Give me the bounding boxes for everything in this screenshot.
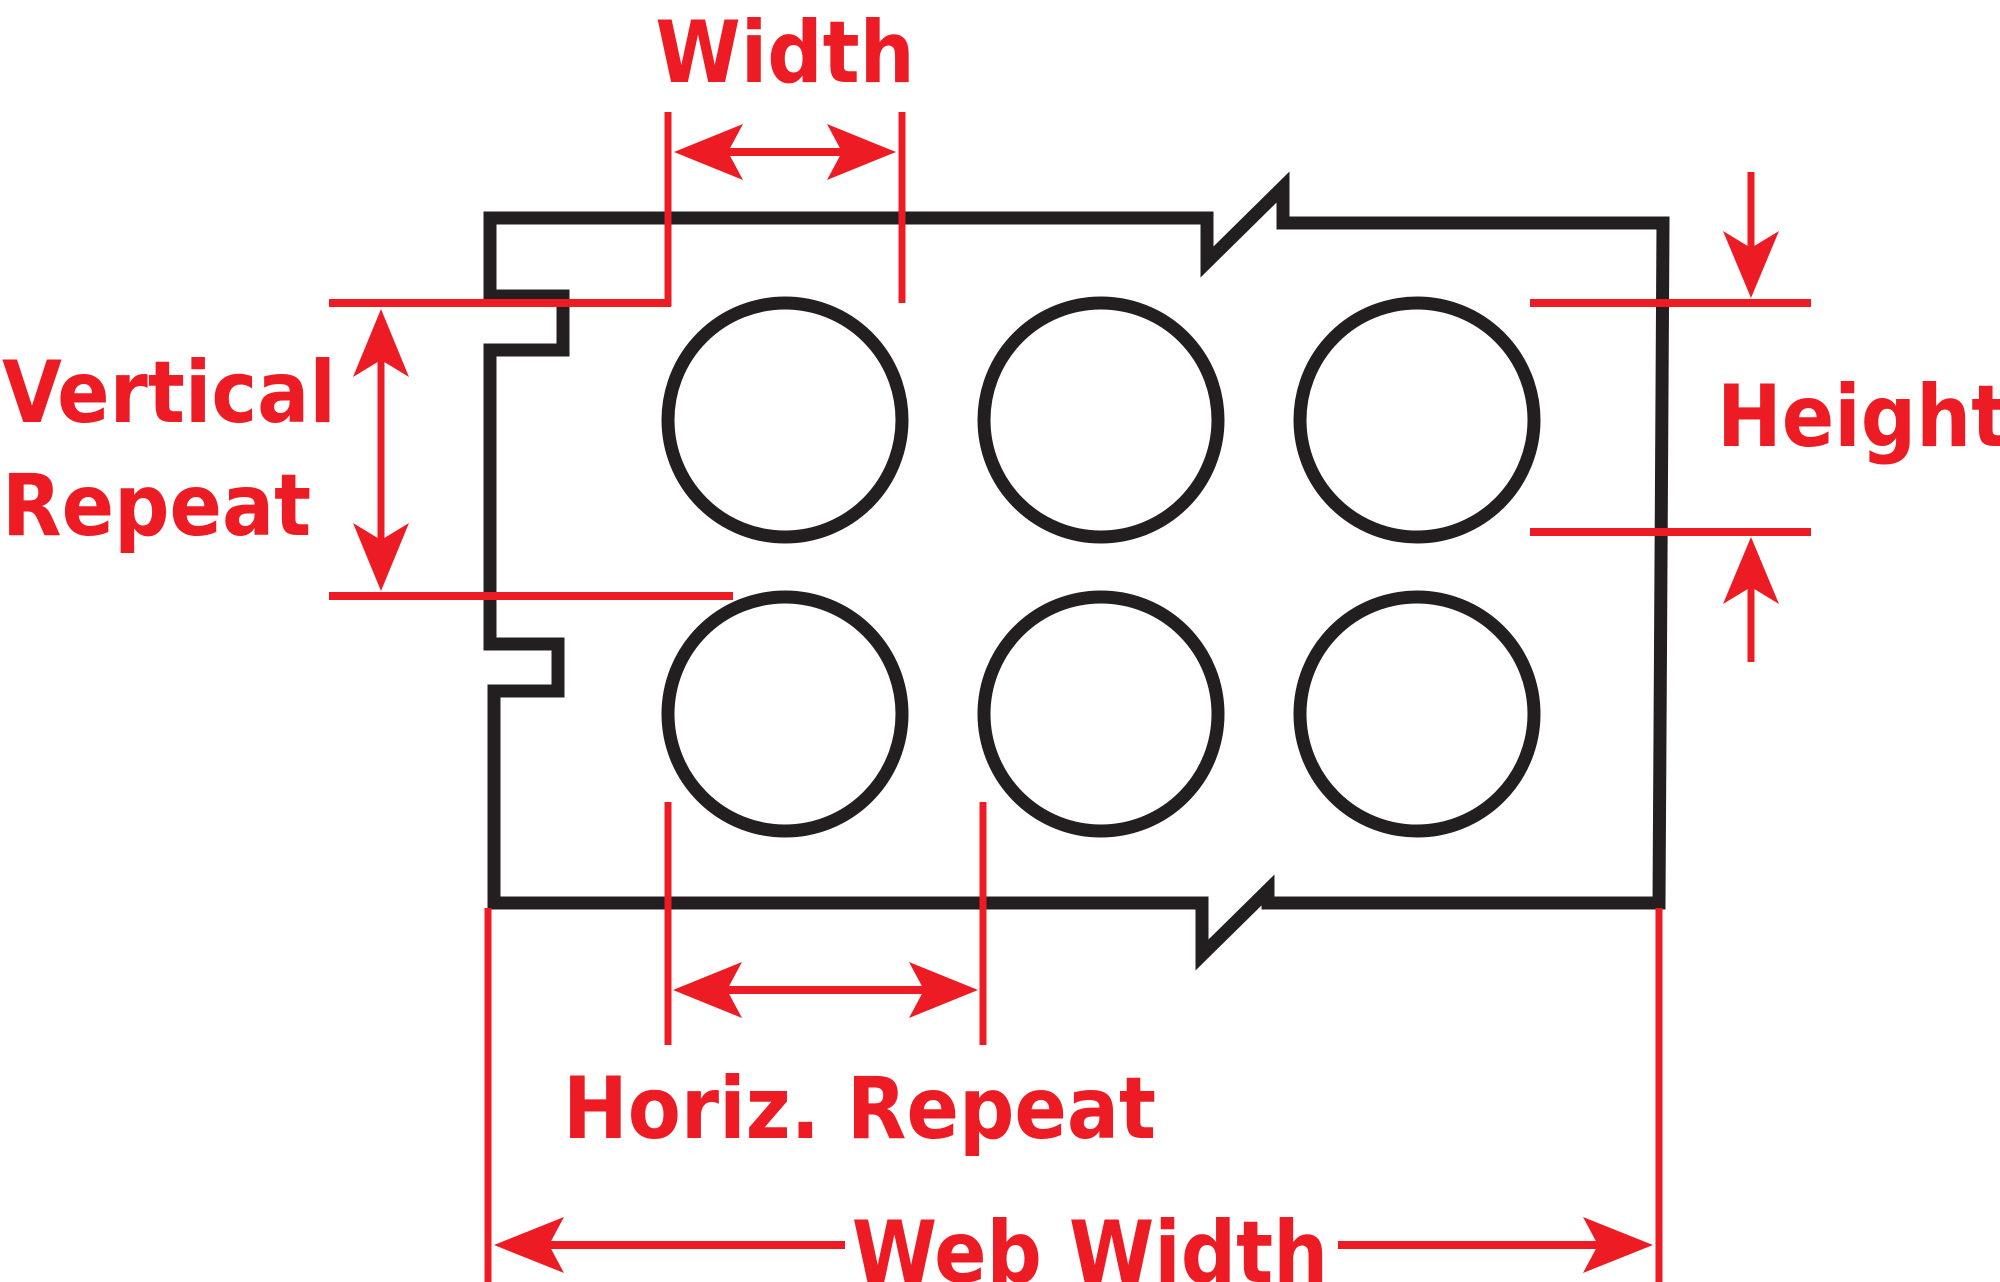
width-dimension: Width [655, 3, 915, 306]
width-label: Width [655, 3, 914, 103]
web-width-arrowhead-left-icon [494, 1217, 564, 1273]
height-dimension: Height [1530, 172, 2000, 662]
horiz-repeat-dimension: Horiz. Repeat [563, 802, 1156, 1159]
vertical-repeat-arrowhead-down-icon [353, 523, 409, 591]
web-outline [483, 171, 1670, 971]
vertical-repeat-dimension: Vertical Repeat [2, 299, 733, 600]
height-label: Height [1717, 367, 2000, 467]
width-arrowhead-right-icon [827, 124, 896, 180]
vertical-repeat-label-line2: Repeat [2, 456, 311, 556]
label-circle [1293, 590, 1541, 838]
vertical-repeat-arrowhead-up-icon [353, 309, 409, 377]
web-width-arrowhead-right-icon [1583, 1217, 1653, 1273]
height-arrowhead-up-icon [1723, 537, 1779, 604]
label-circle [977, 590, 1225, 838]
web-width-label: Web Width [852, 1203, 1328, 1282]
width-arrowhead-left-icon [674, 124, 743, 180]
label-circle [661, 296, 909, 544]
horiz-repeat-label: Horiz. Repeat [563, 1059, 1156, 1159]
height-arrowhead-down-icon [1723, 231, 1779, 298]
label-circle [1293, 296, 1541, 544]
label-circles [661, 296, 1541, 838]
horiz-repeat-arrowhead-right-icon [909, 962, 978, 1018]
vertical-repeat-label-line1: Vertical [2, 343, 336, 443]
label-circle [977, 296, 1225, 544]
label-circle [661, 590, 909, 838]
horiz-repeat-arrowhead-left-icon [673, 962, 742, 1018]
web-width-dimension: Web Width [484, 908, 1663, 1282]
